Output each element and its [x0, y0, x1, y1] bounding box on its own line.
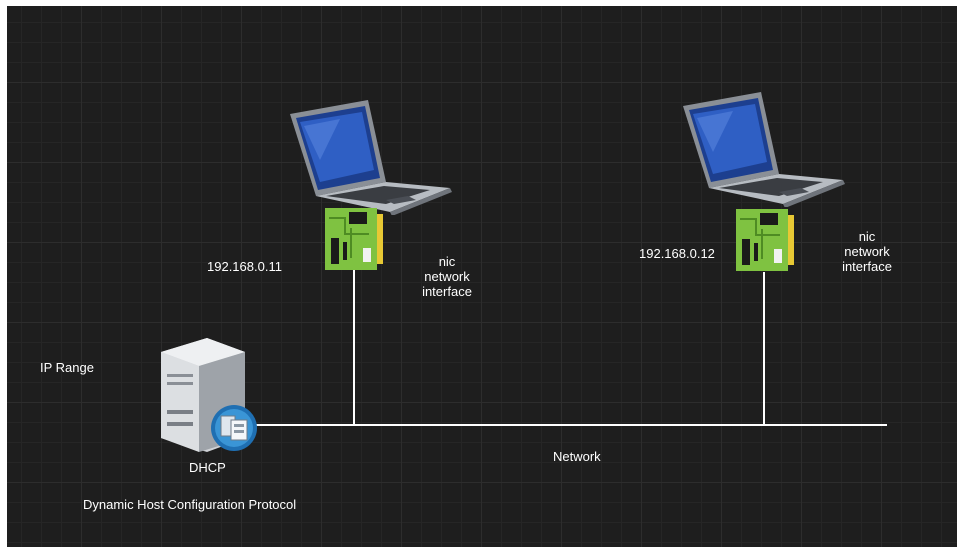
nic-label-line: nic	[858, 229, 876, 244]
dhcp-badge-icon[interactable]	[209, 404, 259, 452]
laptop-1-nic-label: nic network interface	[414, 254, 480, 299]
diagram-canvas[interactable]	[7, 6, 957, 547]
laptop-icon[interactable]	[683, 92, 848, 207]
laptop-2-nic-label: nic network interface	[834, 229, 900, 274]
nic-label-line: network	[844, 244, 890, 259]
dhcp-description-label: Dynamic Host Configuration Protocol	[83, 497, 297, 512]
nic-card-icon[interactable]	[736, 209, 796, 271]
dhcp-label: DHCP	[189, 460, 226, 475]
laptop-1-drop-line[interactable]	[353, 270, 355, 425]
nic-label-line: interface	[422, 284, 472, 299]
laptop-2-drop-line[interactable]	[763, 272, 765, 425]
nic-card-icon[interactable]	[325, 208, 385, 270]
clipped-heading-strip	[0, 0, 957, 6]
nic-label-line: network	[424, 269, 470, 284]
network-bus-line[interactable]	[255, 424, 887, 426]
nic-label-line: interface	[842, 259, 892, 274]
network-label: Network	[553, 449, 601, 464]
ip-range-label: IP Range	[40, 360, 94, 375]
laptop-2-ip-label: 192.168.0.12	[639, 246, 715, 261]
laptop-icon[interactable]	[290, 100, 455, 215]
laptop-1-ip-label: 192.168.0.11	[207, 259, 282, 274]
nic-label-line: nic	[438, 254, 456, 269]
